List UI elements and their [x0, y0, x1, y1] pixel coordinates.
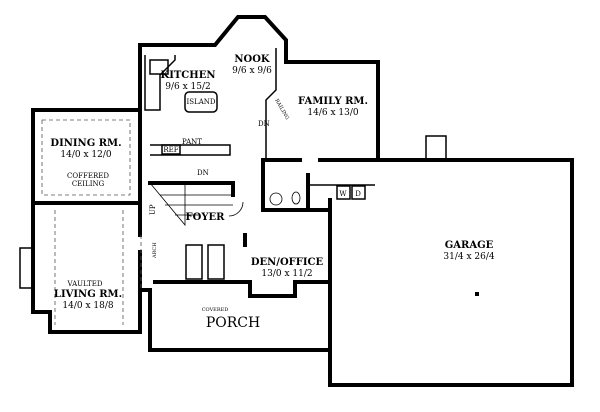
dryer-label: D	[355, 190, 361, 198]
dn-family-label: DN	[258, 120, 270, 128]
dining-note1: COFFERED	[67, 172, 109, 180]
living-dims: 14/0 x 18/8	[62, 301, 113, 311]
nook-name: NOOK	[234, 54, 270, 65]
garage-name: GARAGE	[445, 240, 494, 251]
ref-label: REF	[163, 146, 178, 154]
railing-label: RAILING	[273, 98, 290, 121]
washer-label: W	[339, 190, 347, 198]
dining-note2: CEILING	[72, 180, 105, 188]
pant-label: PANT	[182, 138, 202, 146]
foyer-name: FOYER	[186, 212, 226, 223]
kitchen-name: KITCHEN	[161, 70, 216, 81]
porch-note: COVERED	[202, 307, 229, 313]
room-labels: NOOK 9/6 x 9/6 KITCHEN 9/6 x 15/2 ISLAND…	[50, 54, 494, 331]
garage-dims: 31/4 x 26/4	[443, 252, 494, 262]
up-label: UP	[149, 204, 157, 215]
den-dims: 13/0 x 11/2	[261, 269, 312, 279]
porch-name: PORCH	[206, 315, 260, 331]
arch-label: ARCH	[152, 242, 158, 259]
dn-stairs-label: DN	[197, 169, 209, 177]
island-label: ISLAND	[186, 98, 215, 106]
dining-name: DINING RM.	[50, 138, 121, 149]
exterior-walls	[19, 15, 574, 387]
interior-walls	[31, 48, 380, 298]
kitchen-dims: 9/6 x 15/2	[165, 82, 211, 92]
living-name: LIVING RM.	[54, 289, 122, 300]
family-dims: 14/6 x 13/0	[307, 108, 358, 118]
ceiling-lines	[41, 119, 142, 325]
living-note: VAULTED	[66, 280, 102, 288]
den-name: DEN/OFFICE	[251, 257, 324, 268]
dining-dims: 14/0 x 12/0	[60, 150, 111, 160]
family-name: FAMILY RM.	[298, 96, 368, 107]
nook-dims: 9/6 x 9/6	[232, 66, 272, 76]
